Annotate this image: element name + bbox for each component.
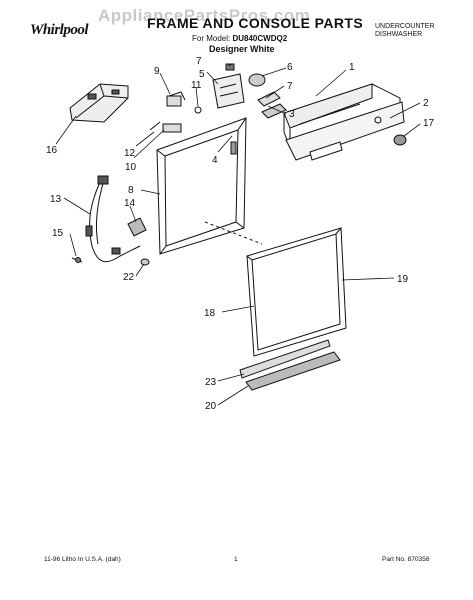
callout-8: 8 <box>128 185 134 196</box>
category-line-1: UNDERCOUNTER <box>375 23 435 30</box>
callout-18: 18 <box>204 308 216 319</box>
door-panel-part-18 <box>246 227 347 357</box>
callout-14: 14 <box>124 198 136 209</box>
callout-4: 4 <box>212 155 218 166</box>
callout-labels: 1 2 3 4 5 6 7 7 8 9 10 11 12 13 14 15 16… <box>46 56 435 412</box>
page-title: FRAME AND CONSOLE PARTS <box>147 15 364 31</box>
footer-page-number: 1 <box>234 556 238 563</box>
category-label: UNDERCOUNTER DISHWASHER <box>375 23 435 39</box>
callout-1: 1 <box>349 62 355 73</box>
callout-7a: 7 <box>196 56 202 67</box>
control-module-part-16 <box>69 83 129 123</box>
callout-16: 16 <box>46 145 58 156</box>
callout-12: 12 <box>124 148 136 159</box>
door-frame-part-8 <box>156 117 247 255</box>
watermark-text: AppliancePartsPros.com <box>98 6 311 25</box>
small-hardware <box>71 217 150 266</box>
brand-logo: Whirlpool <box>30 22 89 38</box>
callout-2: 2 <box>423 98 429 109</box>
callout-11: 11 <box>191 80 202 91</box>
callout-9: 9 <box>154 66 160 77</box>
latch-assembly-part-5 <box>212 63 287 119</box>
callout-17: 17 <box>423 118 435 129</box>
hinge-parts <box>149 91 202 133</box>
variant-label: Designer White <box>209 44 275 54</box>
model-line: For Model: DU840CWDQ2 <box>192 34 287 43</box>
door-trim-parts <box>239 339 341 391</box>
footer-litho: 11-96 Litho In U.S.A. (dah) <box>44 556 121 563</box>
callout-6: 6 <box>287 62 293 73</box>
callout-20: 20 <box>205 401 217 412</box>
model-label: For Model: <box>192 34 231 43</box>
callout-22: 22 <box>123 272 135 283</box>
footer-part-number: Part No. 870358 <box>382 556 430 563</box>
model-number: DU840CWDQ2 <box>232 34 288 43</box>
wire-harness-part-13 <box>85 175 141 263</box>
callout-7b: 7 <box>287 81 293 92</box>
callout-10: 10 <box>125 162 137 173</box>
console-panel-part-1 <box>283 83 407 161</box>
callout-3: 3 <box>289 109 295 120</box>
callout-19: 19 <box>397 274 409 285</box>
category-line-2: DISHWASHER <box>375 31 423 38</box>
callout-5: 5 <box>199 69 205 80</box>
callout-13: 13 <box>50 194 62 205</box>
callout-23: 23 <box>205 377 217 388</box>
callout-15: 15 <box>52 228 64 239</box>
leader-lines <box>55 63 421 406</box>
